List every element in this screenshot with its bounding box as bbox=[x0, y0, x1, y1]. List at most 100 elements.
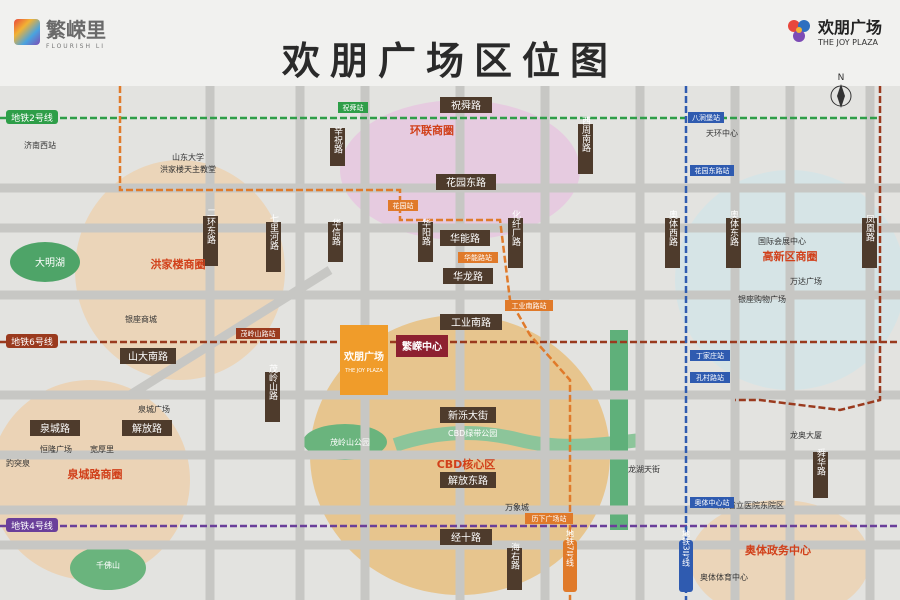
road-labels-horizontal: 祝舜路 花园东路 华龙路 工业南路 新泺大街 解放东路 经十路 山大南路 解放路… bbox=[30, 97, 502, 545]
road-quancheng-label: 泉城路 bbox=[40, 422, 70, 435]
road-huaneng-label: 华能路 bbox=[450, 232, 480, 245]
metro-4-tag: 地铁4号线 bbox=[11, 520, 53, 532]
district-hongjialou-label: 洪家楼商圈 bbox=[151, 257, 206, 271]
road-jiefang bbox=[122, 420, 172, 436]
quancheng-square-label: 泉城广场 bbox=[138, 404, 170, 414]
road-huayang-label: 华阳路 bbox=[420, 217, 431, 246]
intl-conf-label: 国际会展中心 bbox=[758, 236, 806, 246]
road-jiefang-east-label: 解放东路 bbox=[448, 474, 488, 487]
brand-left: 繁嵘里 FLOURISH LI bbox=[14, 14, 106, 50]
joy-plaza-block[interactable] bbox=[340, 325, 388, 395]
road-jingshi bbox=[440, 529, 492, 545]
qianfo-label: 千佛山 bbox=[96, 560, 120, 570]
metro-line-7 bbox=[118, 86, 572, 600]
road-hualong bbox=[443, 268, 493, 284]
qianfo-mountain-shape bbox=[70, 546, 146, 590]
shida-label: 山东大学 bbox=[172, 152, 204, 162]
station-aoti: 奥体中心站 bbox=[695, 498, 730, 507]
road-shanda-south bbox=[120, 348, 176, 364]
station-lixia: 历下广场站 bbox=[532, 514, 567, 523]
landmark-labels: 大明湖 CBD绿带公园 茂岭山公园 龙湖天街 万象城 万达广场 银座购物广场 国… bbox=[6, 128, 822, 582]
cbd-green-belt bbox=[392, 426, 641, 453]
daming-lake-shape bbox=[10, 242, 80, 282]
metro-line-6-east bbox=[735, 86, 882, 412]
brand-logo-icon bbox=[14, 19, 40, 45]
road-jiefang-east bbox=[440, 472, 496, 488]
road-xinluo bbox=[440, 407, 496, 423]
district-olympic-label: 奥体政务中心 bbox=[744, 543, 811, 557]
road-zhushun-label: 祝舜路 bbox=[451, 99, 481, 112]
compass-label: N bbox=[838, 73, 845, 83]
road-maolingshan-label: 茂岭山路 bbox=[267, 363, 278, 401]
road-jingshi-label: 经十路 bbox=[451, 531, 481, 544]
station-gongye: 工业南路站 bbox=[512, 301, 547, 310]
daming-lake-label: 大明湖 bbox=[35, 256, 65, 269]
metro-2-tag: 地铁2号线 bbox=[11, 112, 53, 124]
district-quancheng-label: 泉城路商圈 bbox=[67, 467, 123, 481]
joy-plaza-label: 欢朋广场 bbox=[343, 350, 384, 363]
wanda-label: 万达广场 bbox=[790, 276, 822, 286]
road-xinzhu-label: 辛祝路 bbox=[332, 125, 343, 154]
road-gongye-south-label: 工业南路 bbox=[451, 316, 491, 329]
road-fenghuang-label: 凤凰路 bbox=[864, 214, 875, 242]
wanxiang-label: 万象城 bbox=[505, 502, 529, 512]
station-huaneng: 华能路站 bbox=[464, 253, 492, 262]
road-erhuan-east-label: 二环东路 bbox=[205, 208, 216, 245]
brand-right: 欢朋广场 THE JOY PLAZA bbox=[786, 14, 882, 47]
road-shunhua-label: 舜华路 bbox=[815, 447, 826, 476]
road-haiyou-label: 海右路 bbox=[509, 541, 520, 570]
joy-plaza-sub: THE JOY PLAZA bbox=[344, 368, 383, 374]
road-huaxin-label: 华信路 bbox=[330, 217, 341, 246]
road-gongye-south bbox=[440, 314, 502, 330]
church-label: 洪家楼天主教堂 bbox=[160, 164, 216, 174]
kuanhou-label: 宽厚里 bbox=[90, 444, 114, 454]
station-zhushun: 祝舜站 bbox=[343, 103, 364, 112]
district-cbd-label: CBD核心区 bbox=[437, 457, 496, 471]
station-dingjiazhuang: 丁家庄站 bbox=[696, 351, 724, 360]
olympic-center-label: 奥体体育中心 bbox=[700, 572, 748, 582]
yinzuo2-label: 银座商城 bbox=[125, 314, 157, 324]
road-xinluo-label: 新泺大街 bbox=[448, 409, 488, 422]
station-kongcun: 孔村路站 bbox=[696, 373, 724, 382]
metro-tags: 地铁2号线 地铁6号线 地铁4号线 地铁7号线 地铁3号线 bbox=[6, 110, 693, 592]
brand-left-sub: FLOURISH LI bbox=[46, 43, 105, 50]
district-huanlian-label: 环联商圈 bbox=[410, 123, 454, 137]
road-huayuan-east bbox=[436, 174, 496, 190]
road-huaxianchang-label: 化纤厂路 bbox=[510, 209, 521, 247]
district-hongjialou-area bbox=[75, 160, 285, 380]
maoling-park-label: 茂岭山公园 bbox=[330, 437, 370, 447]
district-labels: 环联商圈 洪家楼商圈 高新区商圈 CBD核心区 泉城路商圈 奥体政务中心 bbox=[67, 123, 818, 557]
cbd-park-label: CBD绿带公园 bbox=[448, 429, 497, 438]
baotu-label: 趵突泉 bbox=[6, 458, 30, 468]
road-quancheng bbox=[30, 420, 80, 436]
road-huayuan-east-label: 花园东路 bbox=[446, 176, 486, 189]
east-green-belt bbox=[610, 330, 628, 530]
road-zhushun bbox=[440, 97, 492, 113]
road-labels-vertical: 辛祝路 西周南路 二环东路 七里河路 华信路 华阳路 化纤厂路 茂岭山路 海右路… bbox=[203, 116, 877, 590]
brand-right-name: 欢朋广场 bbox=[817, 18, 882, 37]
main-center-label: 繁嵘中心 bbox=[401, 340, 442, 353]
main-center-block[interactable] bbox=[396, 335, 448, 357]
compass-icon: N bbox=[830, 73, 852, 108]
hengmei-label: 恒隆广场 bbox=[40, 444, 72, 454]
metro-3-tag: 地铁3号线 bbox=[682, 528, 691, 566]
metro-7-tag: 地铁7号线 bbox=[566, 528, 575, 566]
longao-label: 龙奥大厦 bbox=[790, 430, 822, 440]
hospital-label: 山东省立医院东院区 bbox=[712, 500, 784, 510]
joy-logo-icon bbox=[787, 19, 810, 42]
longhu-label: 龙湖天街 bbox=[628, 464, 660, 474]
tianhe-label: 天环中心 bbox=[706, 128, 738, 138]
station-bajianbu: 八涧堡站 bbox=[692, 113, 720, 122]
jinan-west-label: 济南西站 bbox=[24, 140, 56, 150]
road-xizhou-label: 西周南路 bbox=[580, 116, 591, 153]
brand-left-name: 繁嵘里 bbox=[46, 18, 106, 42]
road-huaneng bbox=[440, 230, 490, 246]
station-huayuan-east: 花园东路站 bbox=[695, 166, 730, 175]
road-shanda-south-label: 山大南路 bbox=[128, 350, 168, 363]
station-maolingshan: 茂岭山路站 bbox=[241, 329, 276, 338]
district-gaoxin-label: 高新区商圈 bbox=[763, 249, 818, 263]
road-jiefang-label: 解放路 bbox=[132, 422, 162, 435]
yinzuo-label: 银座购物广场 bbox=[738, 294, 786, 304]
brand-right-sub: THE JOY PLAZA bbox=[817, 38, 879, 47]
